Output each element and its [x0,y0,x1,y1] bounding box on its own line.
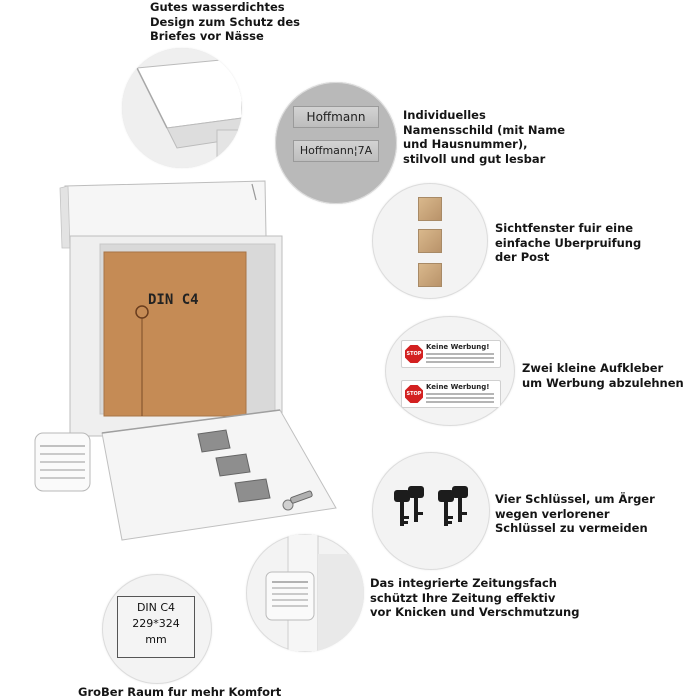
window-thumb-1 [418,197,442,221]
stickers-detail-circle: STOP Keine Werbung! STOP Keine Werbung! [385,316,515,426]
nameplate-detail-circle: Hoffmann Hoffmann¦7A [275,82,397,204]
nameplate-name-number: Hoffmann¦7A [293,140,379,162]
key-icon [452,486,468,522]
keys-detail-circle [372,452,490,570]
mailbox-image [34,180,337,541]
keys-caption: Vier Schlüssel, um Ärger wegen verlorene… [495,492,655,535]
window-caption: Sichtfenster fuir eine einfache Uberprui… [495,221,642,264]
window-thumb-3 [418,263,442,287]
nameplate-name-only: Hoffmann [293,106,379,128]
key-icon [394,490,410,526]
nameplate-caption: Individuelles Namensschild (mit Name und… [403,108,566,166]
newspaper-detail-image [265,534,364,652]
no-ads-sticker-1: STOP Keine Werbung! [401,340,501,368]
envelope-detail-circle: DIN C4 229*324 mm [102,574,212,684]
window-detail-circle [372,183,488,299]
envelope-size-card: DIN C4 229*324 mm [117,596,195,658]
newspaper-detail-circle [246,534,364,652]
newspaper-caption: Das integrierte Zeitungsfach schützt Ihr… [370,576,580,619]
key-icon [408,486,424,522]
keys-image [394,486,468,526]
lid-detail-circle [122,48,242,168]
window-thumb-2 [418,229,442,253]
lid-detail-image [122,48,242,168]
space-caption: GroBer Raum fur mehr Komfort [78,685,282,699]
waterproof-caption: Gutes wasserdichtes Design zum Schutz de… [150,0,300,43]
stickers-caption: Zwei kleine Aufkleber um Werbung abzuleh… [522,361,684,390]
newspaper-roll-icon [265,571,315,621]
mailbox-envelope-label: DIN C4 [148,292,199,308]
stop-sign-icon: STOP [405,385,423,403]
key-icon [438,490,454,526]
stop-sign-icon: STOP [405,345,423,363]
no-ads-sticker-2: STOP Keine Werbung! [401,380,501,408]
